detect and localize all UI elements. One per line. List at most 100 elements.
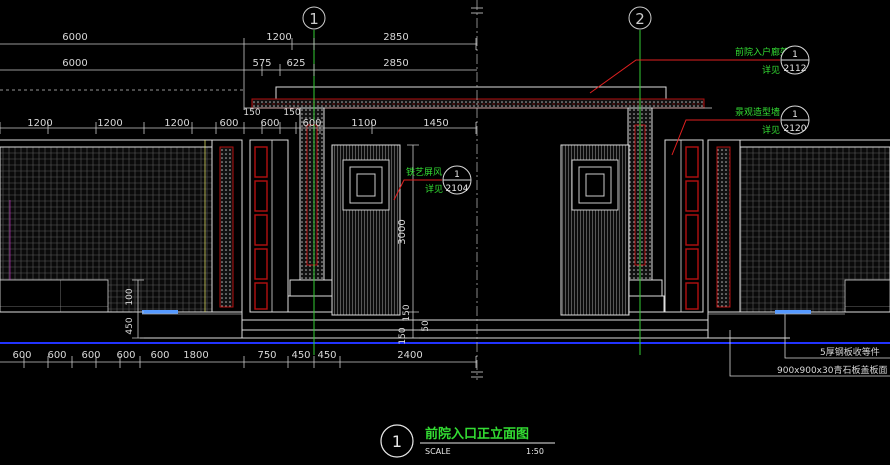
title-block: 1 前院入口正立面图 SCALE 1:50 [380,424,555,458]
callout-pergola-label: 详见 [762,64,780,76]
dim-row3-2: 1200 [164,118,189,129]
dim-vertical-3: 50 [421,320,431,332]
callout-pergola-sheet: 2112 [784,64,807,74]
right-brick-5 [685,282,699,310]
dim-row3-7: 600 [302,118,321,129]
dim-row2-1: 575 [252,58,271,69]
grid-axis-2-bubble [628,6,652,30]
title-number-bubble [380,424,414,458]
right-brick-4 [685,248,699,280]
callout-wall-label: 详见 [762,124,780,136]
right-screen-motif-outer [578,166,612,204]
grid-axes: 1 2 [302,0,652,380]
note-stone: 900x900x30青石板盖板面 [777,364,887,376]
dim-row3-3: 600 [219,118,238,129]
dim-bottom-0: 600 [12,350,31,361]
dim-bottom-3: 600 [116,350,135,361]
dim-row3-4: 600 [260,118,279,129]
dim-bottom-8: 450 [317,350,336,361]
right-red-pillar [716,146,731,308]
dim-row3-0: 1200 [27,118,52,129]
dim-row3-9: 1450 [423,118,448,129]
pergola-top-beam [275,86,667,100]
dim-row1-2: 2850 [383,32,408,43]
scale-value: 1:50 [526,447,544,456]
callout-pergola-leader [589,59,780,94]
left-brick-4 [254,248,268,280]
dim-row3-5: 150 [243,108,260,118]
left-gate-assembly [287,107,401,316]
left-drain-plate [142,310,178,314]
dim-row2-3: 2850 [383,58,408,69]
center-axis-mark-top [471,7,483,14]
dim-bottom-9: 2400 [397,350,422,361]
dim-vertical-5: 450 [125,317,135,334]
grid-axis-2-label: 2 [635,10,645,28]
callout-pergola-name: 前院入户廊架 [735,46,789,58]
right-screen-panel [571,159,619,211]
callout-pergola-num: 1 [792,50,798,60]
callout-pergola: 前院入户廊架 详见 1 2112 [589,45,810,94]
callout-screen-sheet: 2104 [446,184,469,194]
dimension-lines [0,38,477,368]
left-column-base [289,279,335,297]
dim-bottom-7: 450 [291,350,310,361]
right-paver-panel [844,279,890,313]
callout-wall-leader [671,119,780,156]
left-brick-5 [254,282,268,310]
left-screen-panel [342,159,390,211]
right-pier [664,139,704,313]
dim-row3-8: 1100 [351,118,376,129]
left-brick-2 [254,180,268,212]
dim-row1-0: 6000 [62,32,87,43]
left-screen-motif-inner [356,173,376,197]
left-wall [0,139,243,313]
pergola-rafter-band [251,98,705,109]
left-pier [249,139,289,313]
dim-bottom-1: 600 [47,350,66,361]
dim-bottom-4: 600 [150,350,169,361]
callout-screen-name: 铁艺屏风 [406,166,442,178]
dimension-texts: 6000 1200 2850 6000 575 625 2850 1200 12… [12,32,448,361]
left-brick-1 [254,146,268,178]
dim-row2-2: 625 [286,58,305,69]
right-wall [707,139,890,313]
dim-bottom-6: 750 [257,350,276,361]
grid-axis-1-bubble [302,6,326,30]
dim-row3-1: 1200 [97,118,122,129]
right-brick-3 [685,214,699,246]
left-screen-motif-outer [349,166,383,204]
right-brick-1 [685,146,699,178]
drawing-title: 前院入口正立面图 [425,426,529,442]
dim-vertical-4: 100 [125,288,135,305]
left-paver-panel [0,279,109,313]
steps-and-ground [0,310,890,344]
note-steel-leader [784,314,890,359]
material-notes: 5厚钢板收等件 900x900x30青石板盖板面 [729,314,890,377]
dim-ticks [0,38,477,368]
right-drain-plate [775,310,811,314]
callout-screen-label: 详见 [425,183,443,195]
right-screen-motif-inner [585,173,605,197]
dim-vertical-0: 3000 [397,219,408,244]
grid-axis-1-label: 1 [309,10,319,28]
left-column-inner [306,124,318,266]
callout-wall-num: 1 [792,110,798,120]
dim-bottom-5: 1800 [183,350,208,361]
dim-vertical-1: 150 [398,327,408,344]
dim-row2-0: 6000 [62,58,87,69]
left-brick-3 [254,214,268,246]
dim-vertical-2: 150 [402,304,412,321]
note-stone-leader [729,330,890,377]
center-axis-mark-bottom [471,371,483,378]
callout-wall-name: 景观造型墙 [735,106,780,118]
right-brick-2 [685,180,699,212]
dim-row3-6: 150 [283,108,300,118]
callout-screen-leader [393,179,442,201]
title-number: 1 [392,432,402,451]
callout-screen-num: 1 [454,170,460,180]
note-steel: 5厚钢板收等件 [820,346,880,358]
callout-iron-screen: 铁艺屏风 详见 1 2104 [393,165,472,201]
right-gate-assembly [560,107,665,316]
